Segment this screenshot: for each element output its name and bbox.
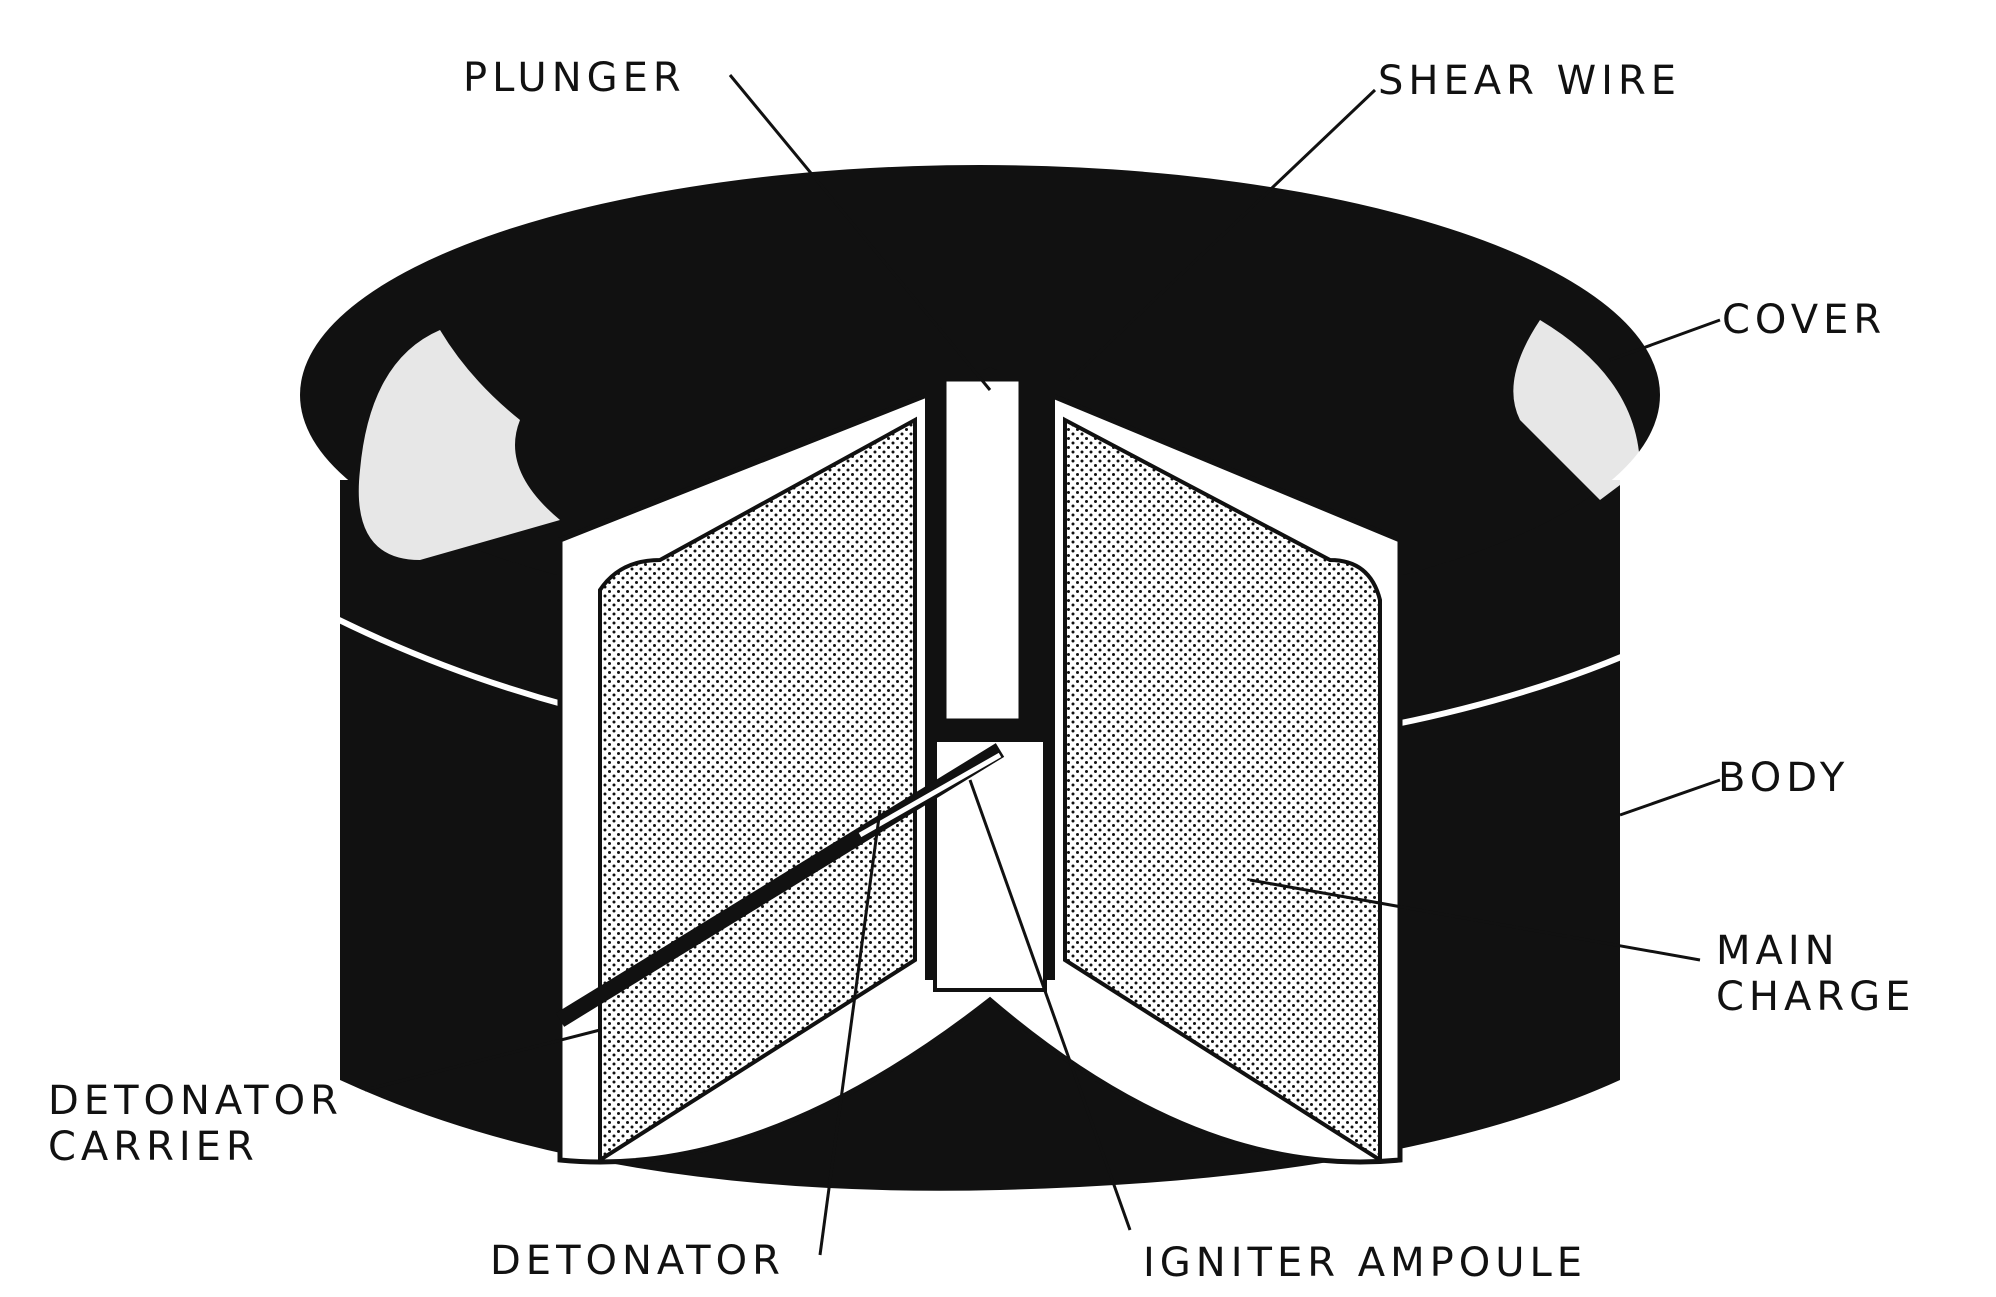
label-body: BODY — [1718, 755, 1850, 801]
label-plunger: PLUNGER — [463, 55, 686, 101]
cover-highlight-left — [358, 330, 560, 560]
label-detonator-carrier: DETONATOR CARRIER — [48, 1078, 343, 1170]
cover-highlight-right — [1513, 320, 1640, 500]
main-charge-right-panel — [1063, 416, 1382, 1164]
main-charge-leader — [1249, 878, 1701, 962]
label-shear-wire: SHEAR WIRE — [1378, 58, 1682, 104]
label-detonator: DETONATOR — [490, 1238, 785, 1284]
detonator-leader — [818, 809, 882, 1256]
plunger-leader — [728, 74, 992, 391]
cover-leader — [1609, 318, 1721, 362]
igniter-ampoule-leader — [968, 779, 1132, 1231]
label-main-charge-line1: MAIN — [1716, 928, 1840, 974]
label-main-charge-line2: CHARGE — [1716, 974, 1916, 1020]
detonator — [858, 752, 1002, 838]
label-detonator-carrier-line2: CARRIER — [48, 1124, 259, 1170]
label-cover: COVER — [1722, 297, 1887, 343]
shear-wire-leader — [1068, 88, 1377, 382]
label-main-charge: MAIN CHARGE — [1716, 928, 1915, 1020]
leader-lines — [364, 74, 1721, 1256]
label-detonator-carrier-line1: DETONATOR — [48, 1078, 343, 1124]
detonator-carrier-leader — [364, 1028, 601, 1092]
plunger — [943, 378, 1022, 722]
main-charge-left-panel — [598, 416, 917, 1164]
label-igniter-ampoule: IGNITER AMPOULE — [1143, 1240, 1588, 1286]
body-leader — [1619, 778, 1721, 817]
